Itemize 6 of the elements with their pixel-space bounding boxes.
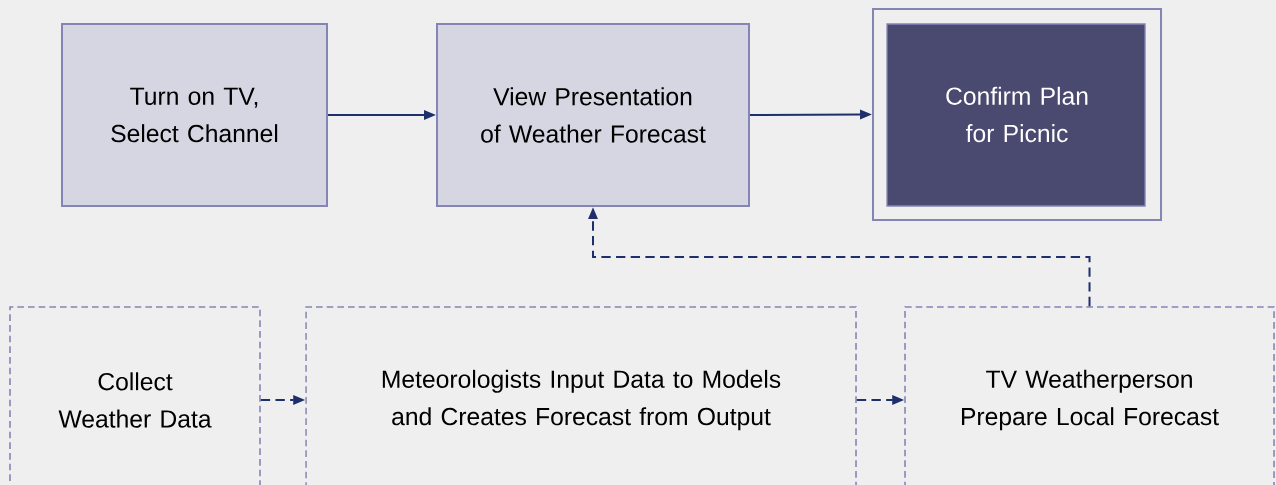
process-box: Turn on TV, Select Channel xyxy=(61,23,328,207)
process-box: View Presentation of Weather Forecast xyxy=(436,23,750,207)
outcome-box: Confirm Plan for Picnic xyxy=(872,8,1162,221)
background-process-box: Collect Weather Data xyxy=(9,306,261,485)
background-process-box: Meteorologists Input Data to Models and Creates Forecast from Output xyxy=(305,306,857,485)
background-process-box: TV Weatherperson Prepare Local Forecast xyxy=(904,306,1275,485)
